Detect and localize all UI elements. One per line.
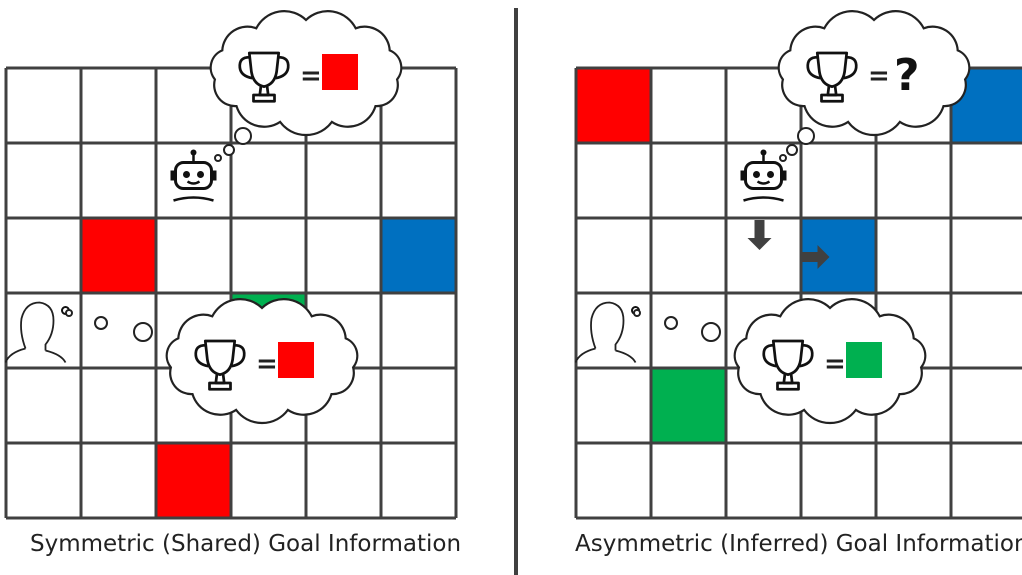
human-head-icon: [4, 301, 70, 363]
trophy-icon: [238, 51, 290, 103]
caption-symmetric: Symmetric (Shared) Goal Information: [30, 531, 462, 557]
human-thought-dot: [664, 316, 678, 330]
grid-world: [4, 66, 458, 520]
human-thought-dot: [65, 309, 73, 317]
panel-symmetric: ==: [4, 10, 458, 520]
red-goal-tile: [156, 443, 231, 518]
robot-thought-dot: [779, 154, 787, 162]
red-goal-tile: [576, 68, 651, 143]
robot-icon: [740, 149, 787, 202]
panel-asymmetric: =?=: [574, 10, 1022, 520]
trophy-icon: [762, 339, 814, 391]
move-right-arrow-icon: [799, 245, 830, 269]
trophy-icon: [194, 339, 246, 391]
blue-goal-tile: [381, 218, 456, 293]
robot-thought-bubble-cloud: [777, 10, 971, 137]
human-thought-dot: [633, 309, 641, 317]
robot-thought-dot: [223, 144, 235, 156]
robot-thought-bubble: =: [209, 10, 403, 137]
human-thought-dot: [94, 316, 108, 330]
robot-thought-dot: [786, 144, 798, 156]
robot-thought-bubble: =?: [777, 10, 971, 137]
robot-thought-bubble-goal-unknown: ?: [894, 50, 920, 101]
trophy-icon: [806, 51, 858, 103]
human-thought-dot: [701, 322, 721, 342]
human-thought-bubble-equals: =: [256, 349, 278, 379]
robot-thought-dot: [214, 154, 222, 162]
move-down-arrow-icon: [747, 220, 772, 250]
robot-thought-bubble-cloud: [209, 10, 403, 137]
human-thought-dot: [133, 322, 153, 342]
robot-thought-bubble-equals: =: [868, 61, 890, 91]
human-thought-bubble-equals: =: [824, 349, 846, 379]
robot-thought-bubble-equals: =: [300, 61, 322, 91]
human-thought-bubble-cloud: [733, 298, 927, 425]
human-thought-bubble: =: [165, 298, 359, 425]
red-goal-tile: [81, 218, 156, 293]
human-thought-bubble-goal-swatch: [846, 342, 882, 378]
caption-asymmetric: Asymmetric (Inferred) Goal Information: [575, 531, 1022, 557]
robot-thought-dot: [234, 127, 252, 145]
robot-thought-bubble-goal-swatch: [322, 54, 358, 90]
human-thought-bubble: =: [733, 298, 927, 425]
robot-icon: [170, 149, 217, 202]
green-goal-tile: [651, 368, 726, 443]
human-thought-bubble-goal-swatch: [278, 342, 314, 378]
human-thought-bubble-cloud: [165, 298, 359, 425]
human-head-icon: [574, 301, 640, 363]
robot-thought-dot: [797, 127, 815, 145]
